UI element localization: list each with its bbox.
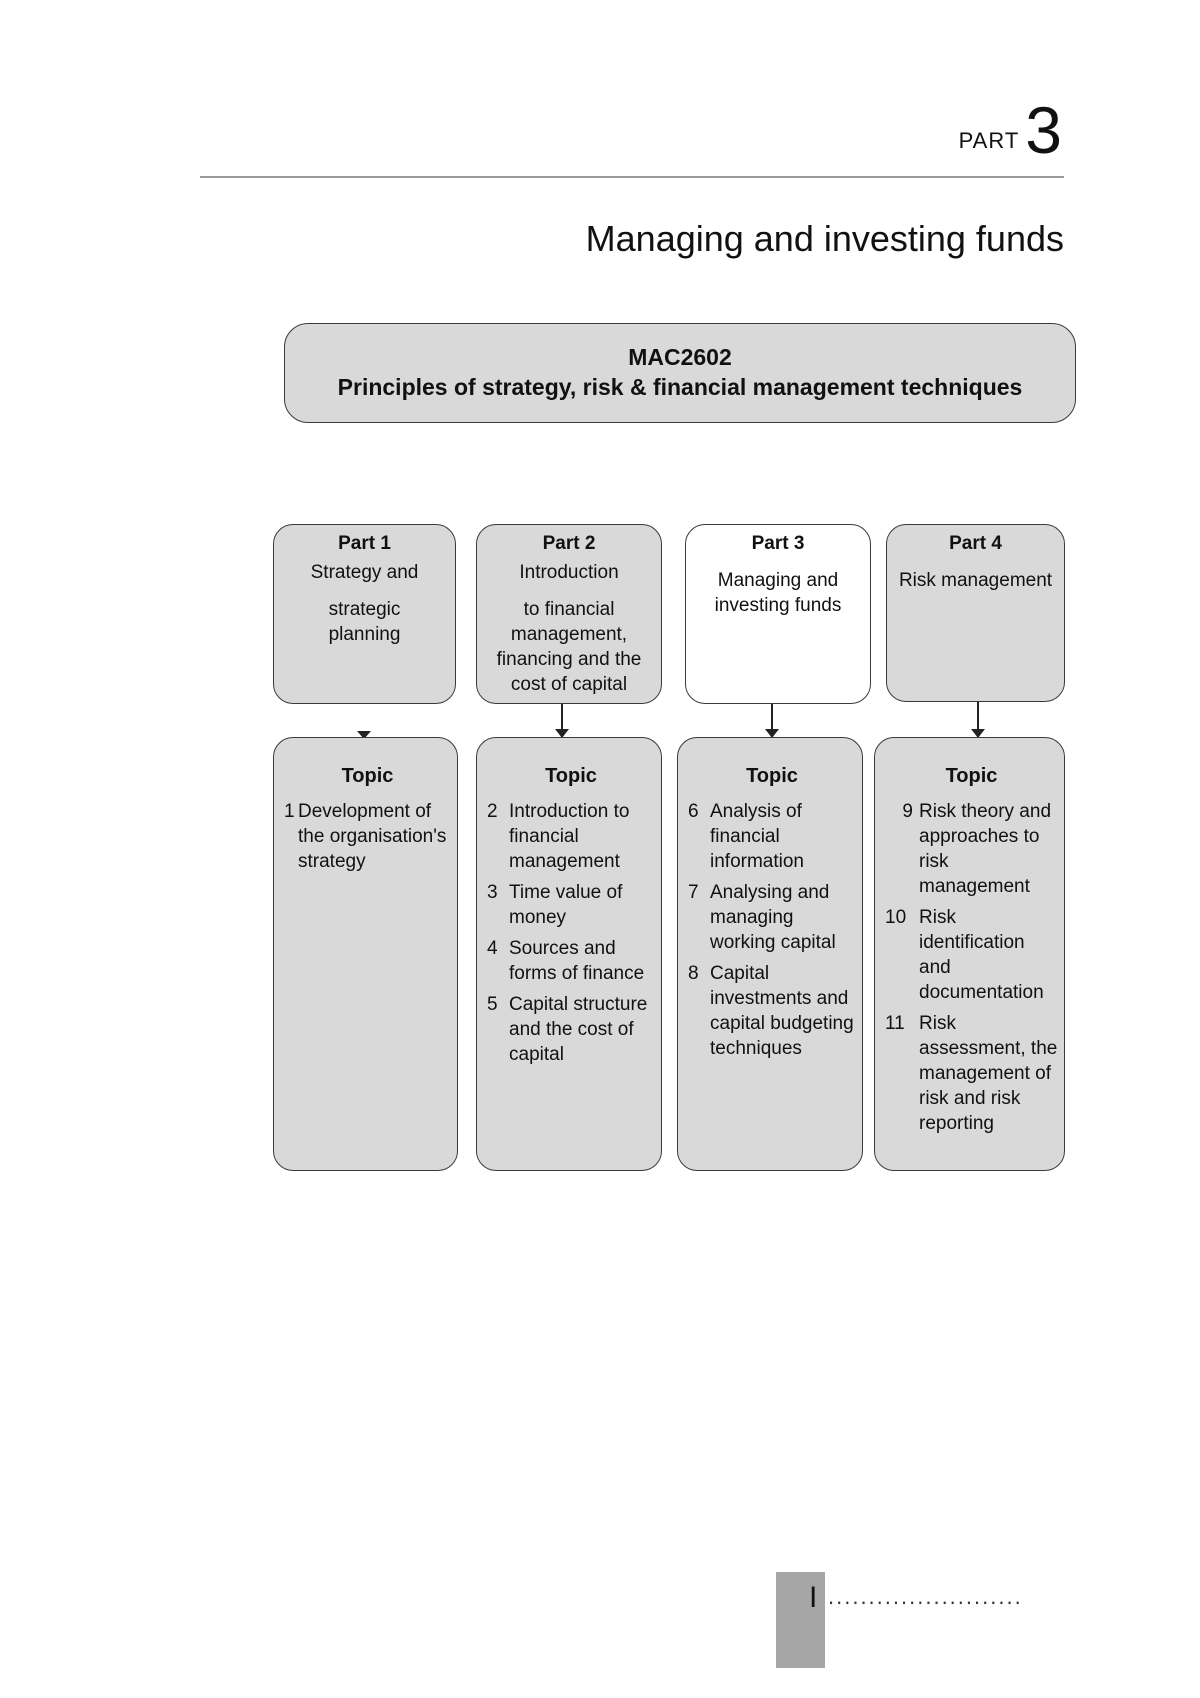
topic-number: 9 xyxy=(902,801,913,822)
topic-item: 7 Analysing and managing working capital xyxy=(688,880,856,955)
part-box-2: Part 2 Introduction to financial managem… xyxy=(476,524,662,704)
topic-number: 6 xyxy=(688,801,699,822)
topic-text: Risk assessment, the management of risk … xyxy=(919,1013,1058,1134)
part-box-line: management, xyxy=(510,624,628,645)
part-box-line: Strategy and xyxy=(310,562,419,583)
part-box-line: investing funds xyxy=(714,595,842,616)
topic-heading: Topic xyxy=(341,765,394,787)
topic-box-1: Topic 1 Development of the organisation'… xyxy=(273,737,458,1171)
topic-text: Risk identification and documentation xyxy=(919,907,1044,1003)
topic-heading: Topic xyxy=(545,765,597,787)
topic-item: 8 Capital investments and capital budget… xyxy=(688,961,856,1061)
topic-number: 3 xyxy=(487,882,498,903)
arrow-head-part-1 xyxy=(357,731,371,739)
topic-box-2: Topic 2 Introduction to financial manage… xyxy=(476,737,662,1171)
topic-number: 8 xyxy=(688,963,699,984)
topic-box-4: Topic 9 Risk theory and approaches to ri… xyxy=(874,737,1065,1171)
topic-item: 10 Risk identification and documentation xyxy=(885,905,1058,1005)
topic-item: 6 Analysis of financial information xyxy=(688,799,856,874)
topic-number: 4 xyxy=(487,938,498,959)
topic-item: 5 Capital structure and the cost of capi… xyxy=(487,992,655,1067)
part-box-line: cost of capital xyxy=(510,674,628,695)
page-number: I xyxy=(809,1581,818,1614)
part-box-label: Part 4 xyxy=(949,533,1002,554)
topic-heading: Topic xyxy=(945,765,998,787)
part-box-line: Managing and xyxy=(717,570,839,591)
header-divider xyxy=(200,176,1064,178)
part-box-label: Part 3 xyxy=(751,533,805,554)
topic-number: 11 xyxy=(885,1013,905,1034)
topic-number: 7 xyxy=(688,882,699,903)
topic-text: Introduction to financial management xyxy=(509,801,630,872)
module-code: MAC2602 xyxy=(628,344,732,370)
part-word: PART xyxy=(958,128,1020,154)
dot-leader: ........................ xyxy=(828,1584,1023,1609)
page-title: Managing and investing funds xyxy=(585,218,1064,259)
topic-number: 10 xyxy=(885,907,907,928)
topic-number: 2 xyxy=(487,801,498,822)
topic-item: 4 Sources and forms of finance xyxy=(487,936,655,986)
part-box-4: Part 4 Risk management xyxy=(886,524,1065,702)
part-box-1: Part 1 Strategy and strategic planning xyxy=(273,524,456,704)
topic-number: 5 xyxy=(487,994,498,1015)
arrow-part-4 xyxy=(971,702,985,738)
module-box: MAC2602 Principles of strategy, risk & f… xyxy=(284,323,1076,423)
topic-text: Risk theory and approaches to risk manag… xyxy=(919,801,1052,897)
part-box-label: Part 2 xyxy=(542,533,596,554)
part-box-line: planning xyxy=(328,624,401,645)
topic-heading: Topic xyxy=(746,765,798,787)
topic-text: Capital investments and capital budgetin… xyxy=(710,963,854,1059)
part-box-label: Part 1 xyxy=(338,533,391,554)
arrow-part-3 xyxy=(765,704,779,738)
topic-item: 9 Risk theory and approaches to risk man… xyxy=(885,799,1058,899)
topic-number: 1 xyxy=(284,801,295,822)
topic-text: Development of the organisation's strate… xyxy=(298,801,447,872)
topic-text: Analysing and managing working capital xyxy=(710,882,836,953)
module-name: Principles of strategy, risk & financial… xyxy=(337,374,1023,400)
topic-text: Analysis of financial information xyxy=(710,801,804,872)
arrow-part-2 xyxy=(555,704,569,738)
part-box-line: Risk management xyxy=(898,570,1053,591)
topic-item: 3 Time value of money xyxy=(487,880,655,930)
part-number: 3 xyxy=(1025,93,1062,167)
part-box-3: Part 3 Managing and investing funds xyxy=(685,524,871,704)
topic-box-3: Topic 6 Analysis of financial informatio… xyxy=(677,737,863,1171)
topic-text: Time value of money xyxy=(509,882,623,928)
page-tab xyxy=(776,1572,825,1668)
part-label: PART 3 xyxy=(958,93,1062,167)
part-box-line: Introduction xyxy=(519,562,619,583)
topic-item: 11 Risk assessment, the management of ri… xyxy=(885,1011,1058,1136)
topic-text: Sources and forms of finance xyxy=(509,938,645,984)
topic-item: 1 Development of the organisation's stra… xyxy=(284,799,451,874)
part-box-line: strategic xyxy=(328,599,401,620)
topic-item: 2 Introduction to financial management xyxy=(487,799,655,874)
topic-text: Capital structure and the cost of capita… xyxy=(509,994,648,1065)
part-box-line: financing and the xyxy=(496,649,642,670)
part-box-line: to financial xyxy=(523,599,615,620)
